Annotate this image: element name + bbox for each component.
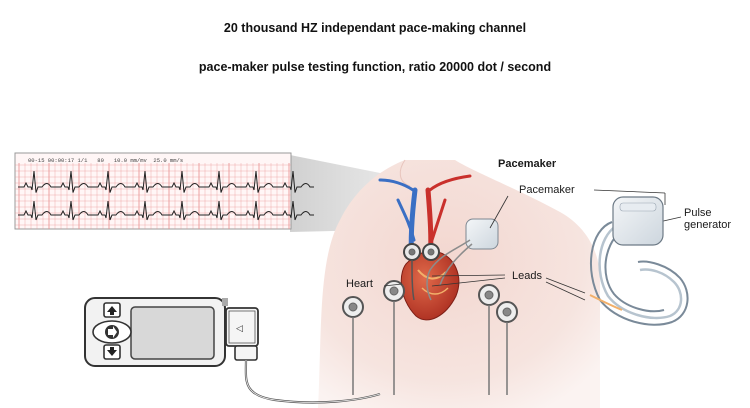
ecg-trace bbox=[18, 200, 314, 221]
down-arrow-icon bbox=[103, 344, 121, 360]
implanted-pacemaker bbox=[465, 218, 499, 250]
electrode-heart-top bbox=[403, 243, 421, 301]
svg-text:◁: ◁ bbox=[236, 323, 243, 333]
electrode-heart-right bbox=[422, 243, 440, 261]
electrode-right-2 bbox=[496, 301, 518, 395]
leads-right-pointer-2 bbox=[545, 281, 586, 301]
leads-pointer-line bbox=[431, 274, 506, 277]
implant-leads bbox=[426, 239, 471, 301]
label-leads: Leads bbox=[512, 270, 542, 282]
pacemaker-label-bracket bbox=[593, 189, 666, 194]
ecg-paper bbox=[14, 152, 292, 230]
leads-right-pointer-1 bbox=[545, 277, 586, 294]
label-heart: Heart bbox=[346, 278, 373, 290]
headline-pulse-testing: pace-maker pulse testing function, ratio… bbox=[198, 60, 552, 74]
heart-pointer-line bbox=[383, 283, 403, 287]
headline-channel: 20 thousand HZ independant pace-making c… bbox=[223, 21, 527, 35]
ecg-header-text: 00-15 00:00:17 1/1 80 10.0 mm/mv 25.0 mm… bbox=[28, 157, 184, 164]
label-generator: generator bbox=[684, 219, 732, 231]
pulse-generator bbox=[589, 196, 689, 326]
device-screen bbox=[130, 306, 215, 360]
electrode-left-1 bbox=[342, 296, 364, 395]
heart bbox=[400, 250, 460, 321]
right-arrow-icon bbox=[92, 320, 132, 344]
chest-electrodes bbox=[342, 243, 518, 395]
label-pacemaker: Pacemaker bbox=[519, 184, 575, 196]
ecg-trace bbox=[18, 170, 314, 193]
electrode-right-1 bbox=[478, 284, 500, 395]
electrode-mid bbox=[383, 280, 405, 395]
pacemaker-pointer-line bbox=[489, 195, 509, 229]
ecg-strip bbox=[14, 152, 314, 230]
label-pulse: Pulse bbox=[684, 207, 712, 219]
diagram-title: Pacemaker bbox=[498, 158, 557, 170]
handheld-device: ◁ bbox=[84, 297, 381, 404]
up-arrow-icon bbox=[103, 302, 121, 318]
